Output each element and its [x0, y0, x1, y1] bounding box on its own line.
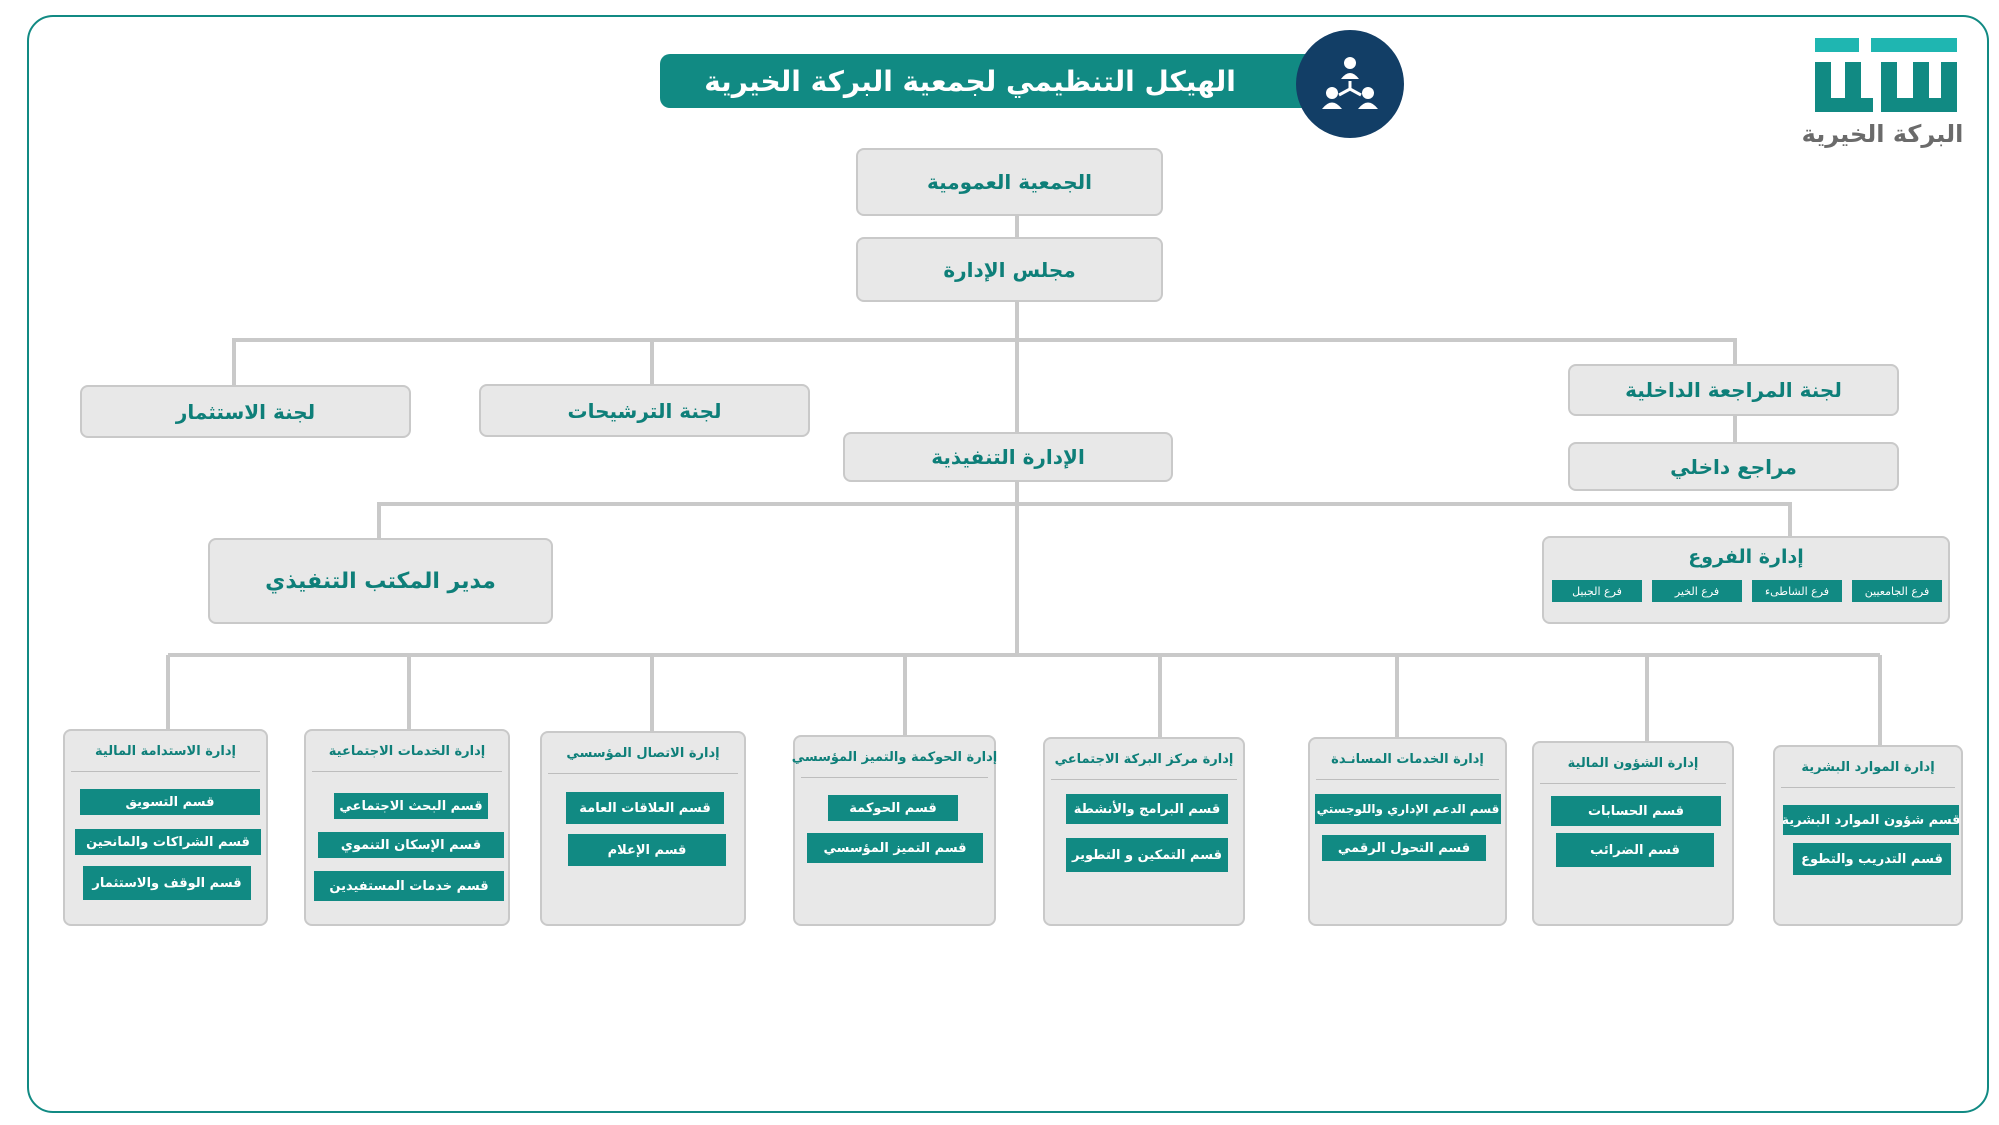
section-item: قسم الوقف والاستثمار — [83, 866, 251, 900]
barakah-logo-icon — [1815, 34, 1960, 154]
department-box: إدارة الخدمات الاجتماعية قسم البحث الاجت… — [304, 729, 510, 926]
department-box: إدارة الخدمات المسانـدة قسم الدعم الإدار… — [1308, 737, 1507, 926]
department-title: إدارة الموارد البشرية — [1781, 747, 1955, 788]
node-executive-management: الإدارة التنفيذية — [843, 432, 1173, 482]
department-title: إدارة الاتصال المؤسسي — [548, 733, 738, 774]
department-box: إدارة الموارد البشرية قسم شؤون الموارد ا… — [1773, 745, 1963, 926]
department-title: إدارة الخدمات الاجتماعية — [312, 731, 502, 772]
department-box: إدارة الشؤون المالية قسم الحسابات قسم ال… — [1532, 741, 1734, 926]
department-title: إدارة الخدمات المسانـدة — [1316, 739, 1499, 780]
section-item: قسم شؤون الموارد البشرية — [1783, 805, 1959, 835]
node-general-assembly: الجمعية العمومية — [856, 148, 1163, 216]
branches-title: إدارة الفروع — [1688, 546, 1804, 568]
branch-chip: فرع الجبيل — [1552, 580, 1642, 602]
section-item: قسم الشراكات والمانحين — [75, 829, 261, 855]
section-item: قسم الإسكان التنموي — [318, 832, 504, 858]
node-branches-management: إدارة الفروع فرع الجامعيين فرع الشاطىء ف… — [1542, 536, 1950, 624]
chart-title: الهيكل التنظيمي لجمعية البركة الخيرية — [660, 54, 1320, 108]
section-item: قسم التدريب والتطوع — [1793, 843, 1951, 875]
department-box: إدارة الحوكمة والتميز المؤسسي قسم الحوكم… — [792, 735, 997, 926]
section-item: قسم التميز المؤسسي — [807, 833, 983, 863]
page-frame — [27, 15, 1989, 1113]
section-item: قسم الضرائب — [1556, 833, 1714, 867]
section-item: قسم الدعم الإداري واللوجستي — [1315, 794, 1501, 824]
branch-chip: فرع الجامعيين — [1852, 580, 1942, 602]
department-title: إدارة مركز البركة الاجتماعي — [1051, 739, 1237, 780]
department-box: إدارة الاتصال المؤسسي قسم العلاقات العام… — [540, 731, 746, 926]
node-internal-audit-committee: لجنة المراجعة الداخلية — [1568, 364, 1899, 416]
branch-chip: فرع الخير — [1652, 580, 1742, 602]
node-internal-auditor: مراجع داخلي — [1568, 442, 1899, 491]
section-item: قسم الحوكمة — [828, 795, 958, 821]
node-nominations-committee: لجنة الترشيحات — [479, 384, 810, 437]
section-item: قسم البحث الاجتماعي — [334, 793, 488, 819]
node-board: مجلس الإدارة — [856, 237, 1163, 302]
department-box: إدارة مركز البركة الاجتماعي قسم البرامج … — [1043, 737, 1245, 926]
section-item: قسم العلاقات العامة — [566, 792, 724, 824]
branch-chip: فرع الشاطىء — [1752, 580, 1842, 602]
section-item: قسم التسويق — [80, 789, 260, 815]
section-item: قسم الحسابات — [1551, 796, 1721, 826]
section-item: قسم التمكين و التطوير — [1066, 838, 1228, 872]
section-item: قسم خدمات المستفيدين — [314, 871, 504, 901]
department-title: إدارة الحوكمة والتميز المؤسسي — [792, 737, 997, 778]
section-item: قسم البرامج والأنشطة — [1066, 794, 1228, 824]
org-structure-icon — [1296, 30, 1404, 138]
section-item: قسم التحول الرقمي — [1322, 835, 1486, 861]
department-box: إدارة الاستدامة المالية قسم التسويق قسم … — [63, 729, 268, 926]
node-investment-committee: لجنة الاستثمار — [80, 385, 411, 438]
logo-text: البركة الخيرية — [1801, 120, 1964, 148]
department-title: إدارة الشؤون المالية — [1540, 743, 1726, 784]
node-executive-office-manager: مدير المكتب التنفيذي — [208, 538, 553, 624]
department-title: إدارة الاستدامة المالية — [71, 731, 260, 772]
section-item: قسم الإعلام — [568, 834, 726, 866]
